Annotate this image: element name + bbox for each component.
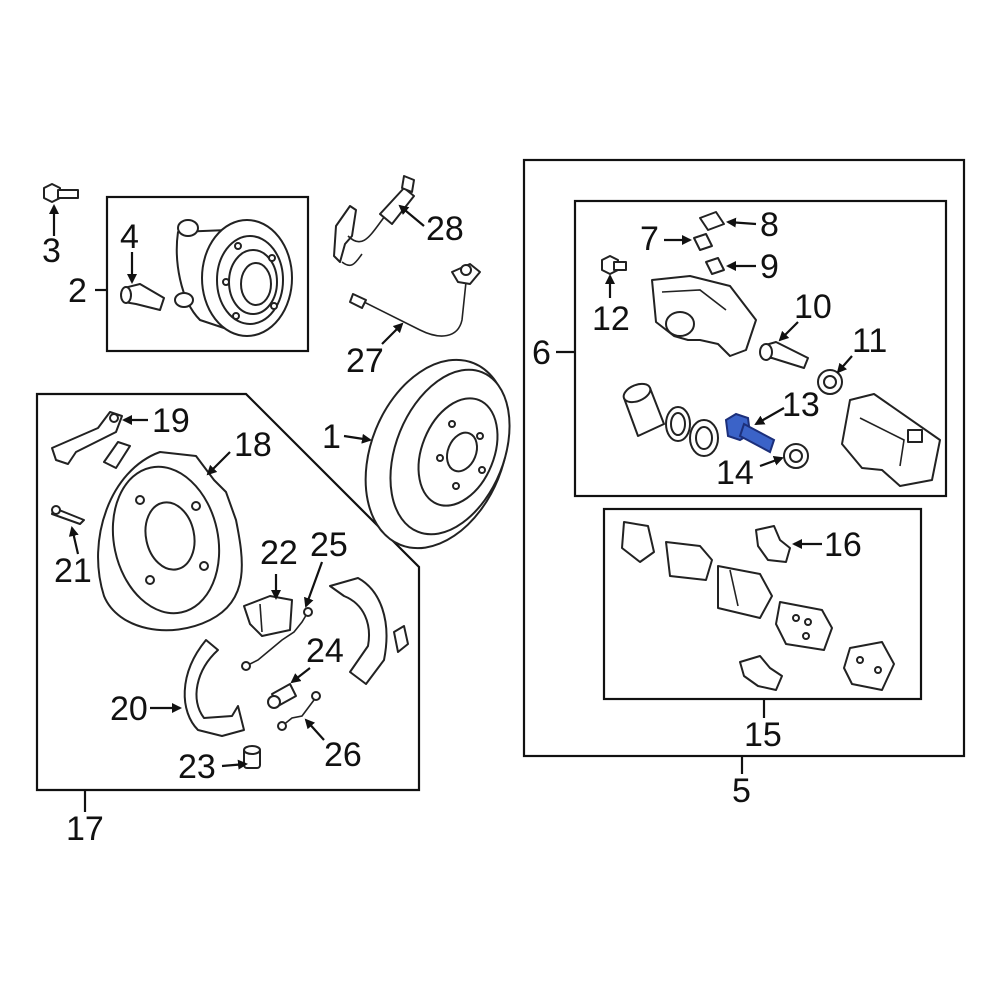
backing-plate-group-box — [35, 392, 421, 792]
caliper-bracket-part[interactable] — [841, 393, 941, 487]
callout-10: 10 — [794, 288, 832, 326]
callout-9: 9 — [760, 248, 779, 286]
callout-7: 7 — [640, 220, 659, 258]
brake-shoe-right-part[interactable] — [329, 577, 388, 685]
hub-bolt-part[interactable] — [43, 183, 79, 203]
leader-8 — [726, 217, 757, 228]
leader-26 — [304, 718, 325, 741]
adjuster-nut-part[interactable] — [243, 745, 261, 769]
leader-23 — [221, 759, 248, 770]
callout-19: 19 — [152, 402, 190, 440]
bleeder-cap-part[interactable] — [699, 211, 725, 231]
brake-pad-inner-part[interactable] — [717, 565, 773, 619]
adjuster-part[interactable] — [243, 595, 293, 637]
bleeder-screw-part[interactable] — [693, 233, 713, 251]
callout-24: 24 — [306, 632, 344, 670]
pad-plate-part[interactable] — [843, 641, 895, 691]
adjuster-spring-part[interactable] — [241, 607, 313, 671]
leader-24 — [290, 667, 311, 684]
callout-4: 4 — [120, 218, 139, 256]
pad-shim-part[interactable] — [621, 521, 655, 563]
plug-part[interactable] — [705, 257, 725, 275]
guide-boot-part[interactable] — [783, 443, 809, 469]
callout-21: 21 — [54, 552, 92, 590]
callout-20: 20 — [110, 690, 148, 728]
caliper-kit-outer-box — [522, 158, 966, 758]
caliper-bolt-small-part[interactable] — [601, 255, 627, 275]
anti-rattle-clip-lower-part[interactable] — [739, 655, 783, 691]
callout-23: 23 — [178, 748, 216, 786]
leader-21 — [68, 526, 80, 555]
guide-pin-part[interactable] — [759, 341, 809, 369]
leader-13 — [754, 407, 785, 425]
callout-5: 5 — [732, 772, 751, 810]
small-clip-part[interactable] — [103, 441, 131, 469]
callout-17: 17 — [66, 810, 104, 848]
caliper-group-box — [573, 199, 948, 498]
leader-25 — [304, 561, 324, 608]
brake-hose-part[interactable] — [349, 263, 481, 337]
callout-26: 26 — [324, 736, 362, 774]
callout-28: 28 — [426, 210, 464, 248]
brake-shoe-left-part[interactable] — [183, 639, 245, 737]
leader-10 — [778, 321, 799, 342]
backing-plate-part[interactable] — [97, 451, 243, 632]
caliper-body-part[interactable] — [651, 275, 757, 357]
pad-insulator-part[interactable] — [665, 541, 713, 581]
leader-11 — [836, 355, 853, 374]
callout-6: 6 — [532, 334, 551, 372]
leader-1 — [343, 433, 372, 444]
wheel-stud-part[interactable] — [120, 283, 165, 311]
callout-11: 11 — [852, 322, 887, 360]
hub-group-box — [105, 195, 310, 353]
callout-13: 13 — [782, 386, 820, 424]
callout-18: 18 — [234, 426, 272, 464]
callout-25: 25 — [310, 526, 348, 564]
callout-22: 22 — [260, 534, 298, 572]
parking-bracket-part[interactable] — [51, 411, 123, 465]
callout-14: 14 — [716, 454, 754, 492]
dust-boot-part[interactable] — [689, 419, 719, 457]
leader-28 — [398, 204, 425, 227]
hub-assembly-part[interactable] — [174, 219, 293, 337]
leader-14 — [759, 456, 784, 468]
brake-rotor-part[interactable] — [339, 338, 535, 569]
callout-8: 8 — [760, 206, 779, 244]
callout-15: 15 — [744, 716, 782, 754]
leader-18 — [206, 451, 231, 476]
anti-rattle-clip-upper-part[interactable] — [755, 525, 791, 563]
callout-1: 1 — [322, 418, 341, 456]
callout-3: 3 — [42, 232, 61, 270]
pad-group-box — [602, 507, 923, 701]
cotter-pin-part[interactable] — [51, 505, 85, 525]
pin-boot-part[interactable] — [817, 369, 843, 395]
piston-seal-part[interactable] — [665, 406, 691, 442]
return-spring-part[interactable] — [277, 691, 321, 731]
brake-pad-outer-part[interactable] — [775, 601, 833, 651]
leader-27 — [381, 322, 404, 345]
callout-2: 2 — [68, 272, 87, 310]
spring-pin-part[interactable] — [267, 683, 297, 709]
small-block-part[interactable] — [393, 625, 409, 653]
callout-27: 27 — [346, 342, 384, 380]
caliper-guide-bolt-highlighted[interactable] — [724, 412, 776, 454]
caliper-piston-part[interactable] — [621, 380, 665, 437]
callout-12: 12 — [592, 300, 630, 338]
abs-sensor-part[interactable] — [333, 175, 415, 267]
callout-16: 16 — [824, 526, 862, 564]
